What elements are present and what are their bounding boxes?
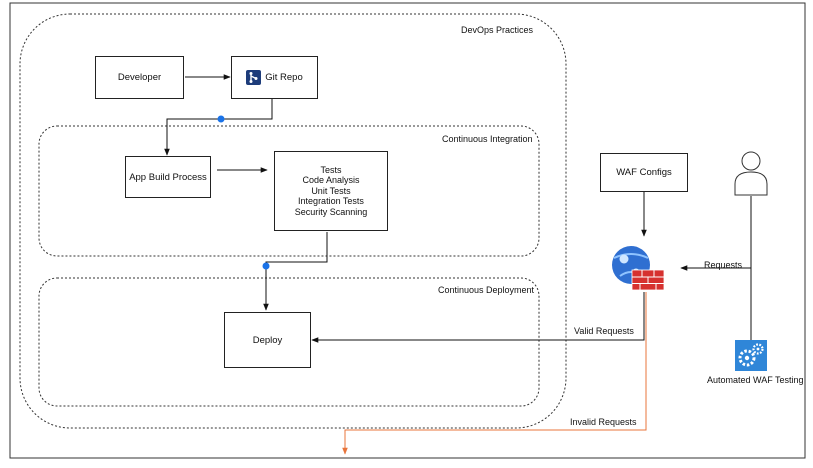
continuous-deployment-group [38, 277, 540, 407]
git-repo-label: Git Repo [265, 72, 303, 83]
developer-label: Developer [117, 72, 162, 83]
git-repo-node[interactable]: Git Repo [231, 56, 318, 99]
continuous-integration-group [38, 125, 540, 257]
app-build-process-node[interactable]: App Build Process [125, 156, 211, 198]
valid-requests-edge-label: Valid Requests [574, 326, 634, 336]
continuous-integration-label: Continuous Integration [442, 134, 533, 144]
tests-item: Code Analysis [302, 175, 360, 186]
devops-practices-label: DevOps Practices [461, 25, 534, 35]
deploy-label: Deploy [252, 334, 283, 346]
tests-item: Tests [320, 164, 342, 175]
deploy-node[interactable]: Deploy [224, 312, 311, 368]
outer-frame [9, 2, 806, 459]
tests-node[interactable]: Tests Code Analysis Unit Tests Integrati… [274, 151, 388, 231]
waf-firewall-icon [612, 246, 665, 291]
devops-practices-group [19, 13, 567, 429]
developer-node[interactable]: Developer [95, 56, 184, 99]
waf-configs-label: WAF Configs [616, 167, 672, 178]
tests-item: Security Scanning [294, 206, 368, 217]
continuous-deployment-label: Continuous Deployment [438, 285, 535, 295]
tests-item: Unit Tests [311, 185, 351, 196]
edge-tests-to-deploy [263, 232, 328, 311]
waf-configs-node[interactable]: WAF Configs [600, 153, 688, 192]
automated-waf-testing-label: Automated WAF Testing [707, 375, 804, 385]
invalid-requests-edge-label: Invalid Requests [570, 417, 637, 427]
gears-icon [735, 340, 767, 371]
connector-dot [262, 262, 270, 270]
connector-dot [217, 115, 225, 123]
tests-list: Tests Code Analysis Unit Tests Integrati… [295, 165, 368, 218]
edge-git-to-build [164, 99, 273, 156]
app-build-process-label: App Build Process [129, 171, 207, 183]
requests-edge-label: Requests [704, 260, 743, 270]
user-icon [734, 151, 768, 196]
edge-valid-requests [311, 292, 645, 343]
git-icon [246, 70, 262, 85]
edge-invalid-requests [342, 292, 647, 455]
tests-item: Integration Tests [298, 196, 364, 207]
